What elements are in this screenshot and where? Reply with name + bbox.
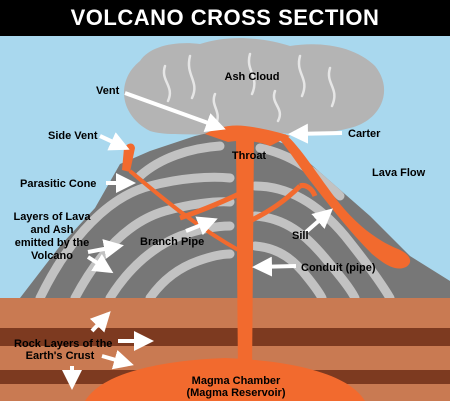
arrow-layers-2 — [86, 253, 114, 274]
label-side-vent: Side Vent — [48, 130, 98, 142]
label-sill: Sill — [292, 230, 309, 242]
label-layers-1: Layers of Lava — [13, 211, 91, 223]
label-lava-flow: Lava Flow — [372, 167, 426, 179]
crust-layer-2 — [0, 328, 450, 346]
side-vent — [122, 143, 135, 172]
diagram-title: VOLCANO CROSS SECTION — [0, 0, 450, 36]
crater — [205, 125, 290, 146]
main-conduit — [236, 136, 254, 376]
pointer-arrows — [62, 91, 343, 390]
label-layers-2: and Ash — [31, 224, 74, 236]
arrow-side-vent — [99, 132, 130, 151]
crust-layer-1 — [0, 298, 450, 328]
arrow-vent — [124, 91, 226, 132]
lava-flow — [280, 134, 411, 269]
label-conduit: Conduit (pipe) — [301, 262, 376, 274]
arrow-rock-1 — [89, 311, 111, 333]
label-layers-4: Volcano — [31, 250, 73, 262]
volcano-illustration: Ash Cloud Vent Side Vent Carter Throat L… — [0, 36, 450, 401]
arrow-layers-1 — [87, 239, 124, 259]
ash-swirls — [162, 52, 336, 126]
label-magma-2: (Magma Reservoir) — [186, 387, 285, 399]
arrow-conduit — [252, 256, 297, 277]
label-rock-2: Earth's Crust — [26, 350, 95, 362]
magma-chamber — [85, 358, 365, 401]
label-magma-1: Magma Chamber — [192, 375, 281, 387]
label-ash-cloud: Ash Cloud — [225, 71, 280, 83]
label-vent: Vent — [96, 85, 120, 97]
arrow-rock-3 — [101, 349, 134, 370]
arrow-branch — [185, 216, 218, 236]
label-layers-3: emitted by the — [15, 237, 90, 249]
label-branch-pipe: Branch Pipe — [140, 236, 204, 248]
label-parasitic-cone: Parasitic Cone — [20, 178, 96, 190]
label-carter: Carter — [348, 128, 381, 140]
label-rock-1: Rock Layers of the — [14, 338, 112, 350]
sill-branch — [299, 183, 318, 198]
side-vent-pipe — [128, 169, 241, 253]
arrow-carter — [288, 123, 343, 144]
sill — [248, 184, 302, 224]
branch-pipe — [179, 188, 247, 221]
arrow-sill — [304, 208, 334, 234]
label-throat: Throat — [232, 150, 267, 162]
